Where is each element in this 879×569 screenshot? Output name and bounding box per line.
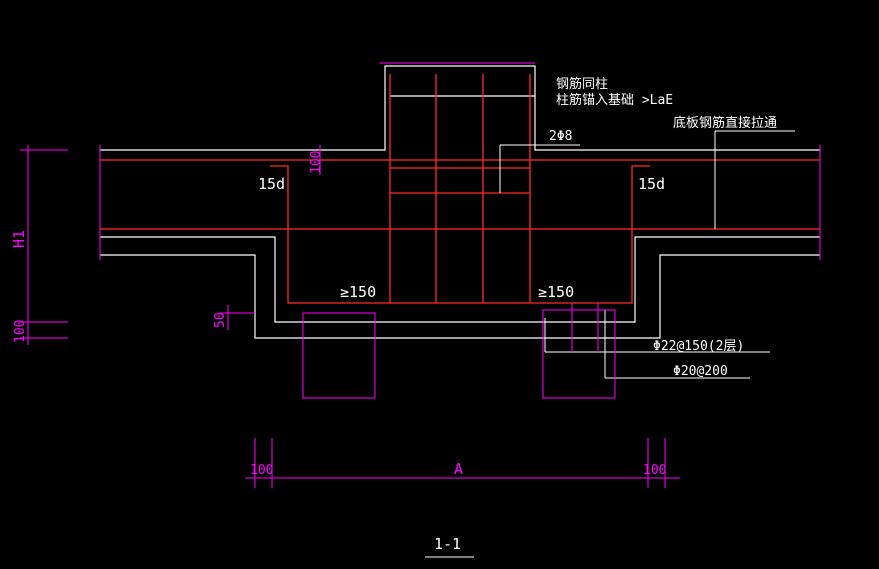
bottom-rebar-label-2: Φ20@200 xyxy=(673,364,728,379)
section-label: 1-1 xyxy=(434,535,461,553)
top-offset-dim-label: 100 xyxy=(309,151,324,174)
slab-bottom-outline xyxy=(100,236,820,323)
hook-left-label: 15d xyxy=(258,175,285,193)
left-pile xyxy=(302,312,376,399)
width-dim-label: A xyxy=(454,460,463,478)
bottom-cover-dim-label: 100 xyxy=(13,320,28,343)
concrete-outline xyxy=(100,65,820,339)
rebar-group xyxy=(100,74,820,304)
column-and-slab-top-outline xyxy=(100,65,820,151)
left-edge-dim-label: 100 xyxy=(250,463,273,478)
dimension-group xyxy=(20,62,821,488)
leader-lines xyxy=(499,66,795,379)
slab-rebar-note: 底板钢筋直接拉通 xyxy=(673,115,777,131)
right-edge-dim-label: 100 xyxy=(643,463,666,478)
column-rebar-note-2: 柱筋锚入基础 >LaE xyxy=(556,92,673,108)
hook-right-label: 15d xyxy=(638,175,665,193)
height-dim-label: H1 xyxy=(10,230,28,248)
column-rebar-note-1: 钢筋同柱 xyxy=(556,76,608,92)
right-pile xyxy=(542,309,616,399)
min-right-label: ≥150 xyxy=(538,283,574,301)
bottom-rebar-label-1: Φ22@150(2层) xyxy=(653,339,744,354)
gap-dim-label: 50 xyxy=(213,312,228,328)
stirrup-label: 2Φ8 xyxy=(549,129,572,144)
min-left-label: ≥150 xyxy=(340,283,376,301)
pit-bottom-rebar xyxy=(270,165,650,304)
cushion-layer-outline xyxy=(100,254,820,339)
